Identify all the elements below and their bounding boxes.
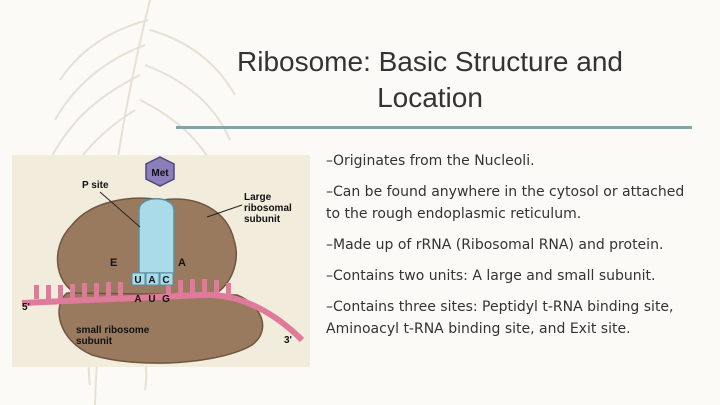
title-divider	[176, 126, 692, 129]
ribosome-diagram: Met U A C A U G P site Large ribosomal s…	[12, 155, 310, 367]
small-subunit-label-line: small ribosome	[76, 325, 150, 336]
a-site-label: A	[178, 257, 186, 269]
three-prime-label: 3'	[284, 335, 292, 346]
bullet-item: –Made up of rRNA (Ribosomal RNA) and pro…	[326, 237, 664, 253]
mrna-teeth	[34, 279, 231, 299]
bullet-item: –Originates from the Nucleoli.	[326, 153, 535, 169]
mrna-strand	[21, 291, 305, 343]
large-subunit-label-line: subunit	[244, 214, 281, 225]
trna-molecule	[138, 198, 175, 274]
e-site-label: E	[110, 257, 117, 269]
five-prime-label: 5'	[22, 302, 30, 313]
bullet-list: –Originates from the Nucleoli. –Can be f…	[326, 150, 696, 349]
p-site-label: P site	[82, 180, 109, 191]
anticodon-base: A	[148, 275, 155, 286]
bullet-item: –Can be found anywhere in the cytosol or…	[326, 184, 685, 222]
anticodon-base: C	[162, 275, 169, 286]
codon-base: A	[134, 294, 141, 305]
codon-base: U	[148, 294, 155, 305]
bullet-item: –Contains two units: A large and small s…	[326, 268, 656, 284]
small-subunit-label-line: subunit	[76, 336, 113, 347]
bullet-item: –Contains three sites: Peptidyl t-RNA bi…	[326, 299, 674, 337]
codon-base: G	[162, 294, 170, 305]
large-subunit-label-line: Large	[244, 192, 272, 203]
met-label: Met	[151, 168, 169, 179]
slide-title: Ribosome: Basic Structure and Location	[237, 46, 623, 113]
met-amino-acid	[145, 156, 175, 187]
small-ribosomal-subunit	[58, 292, 264, 364]
large-subunit-label-line: ribosomal	[244, 203, 292, 214]
anticodon-base: U	[134, 275, 141, 286]
